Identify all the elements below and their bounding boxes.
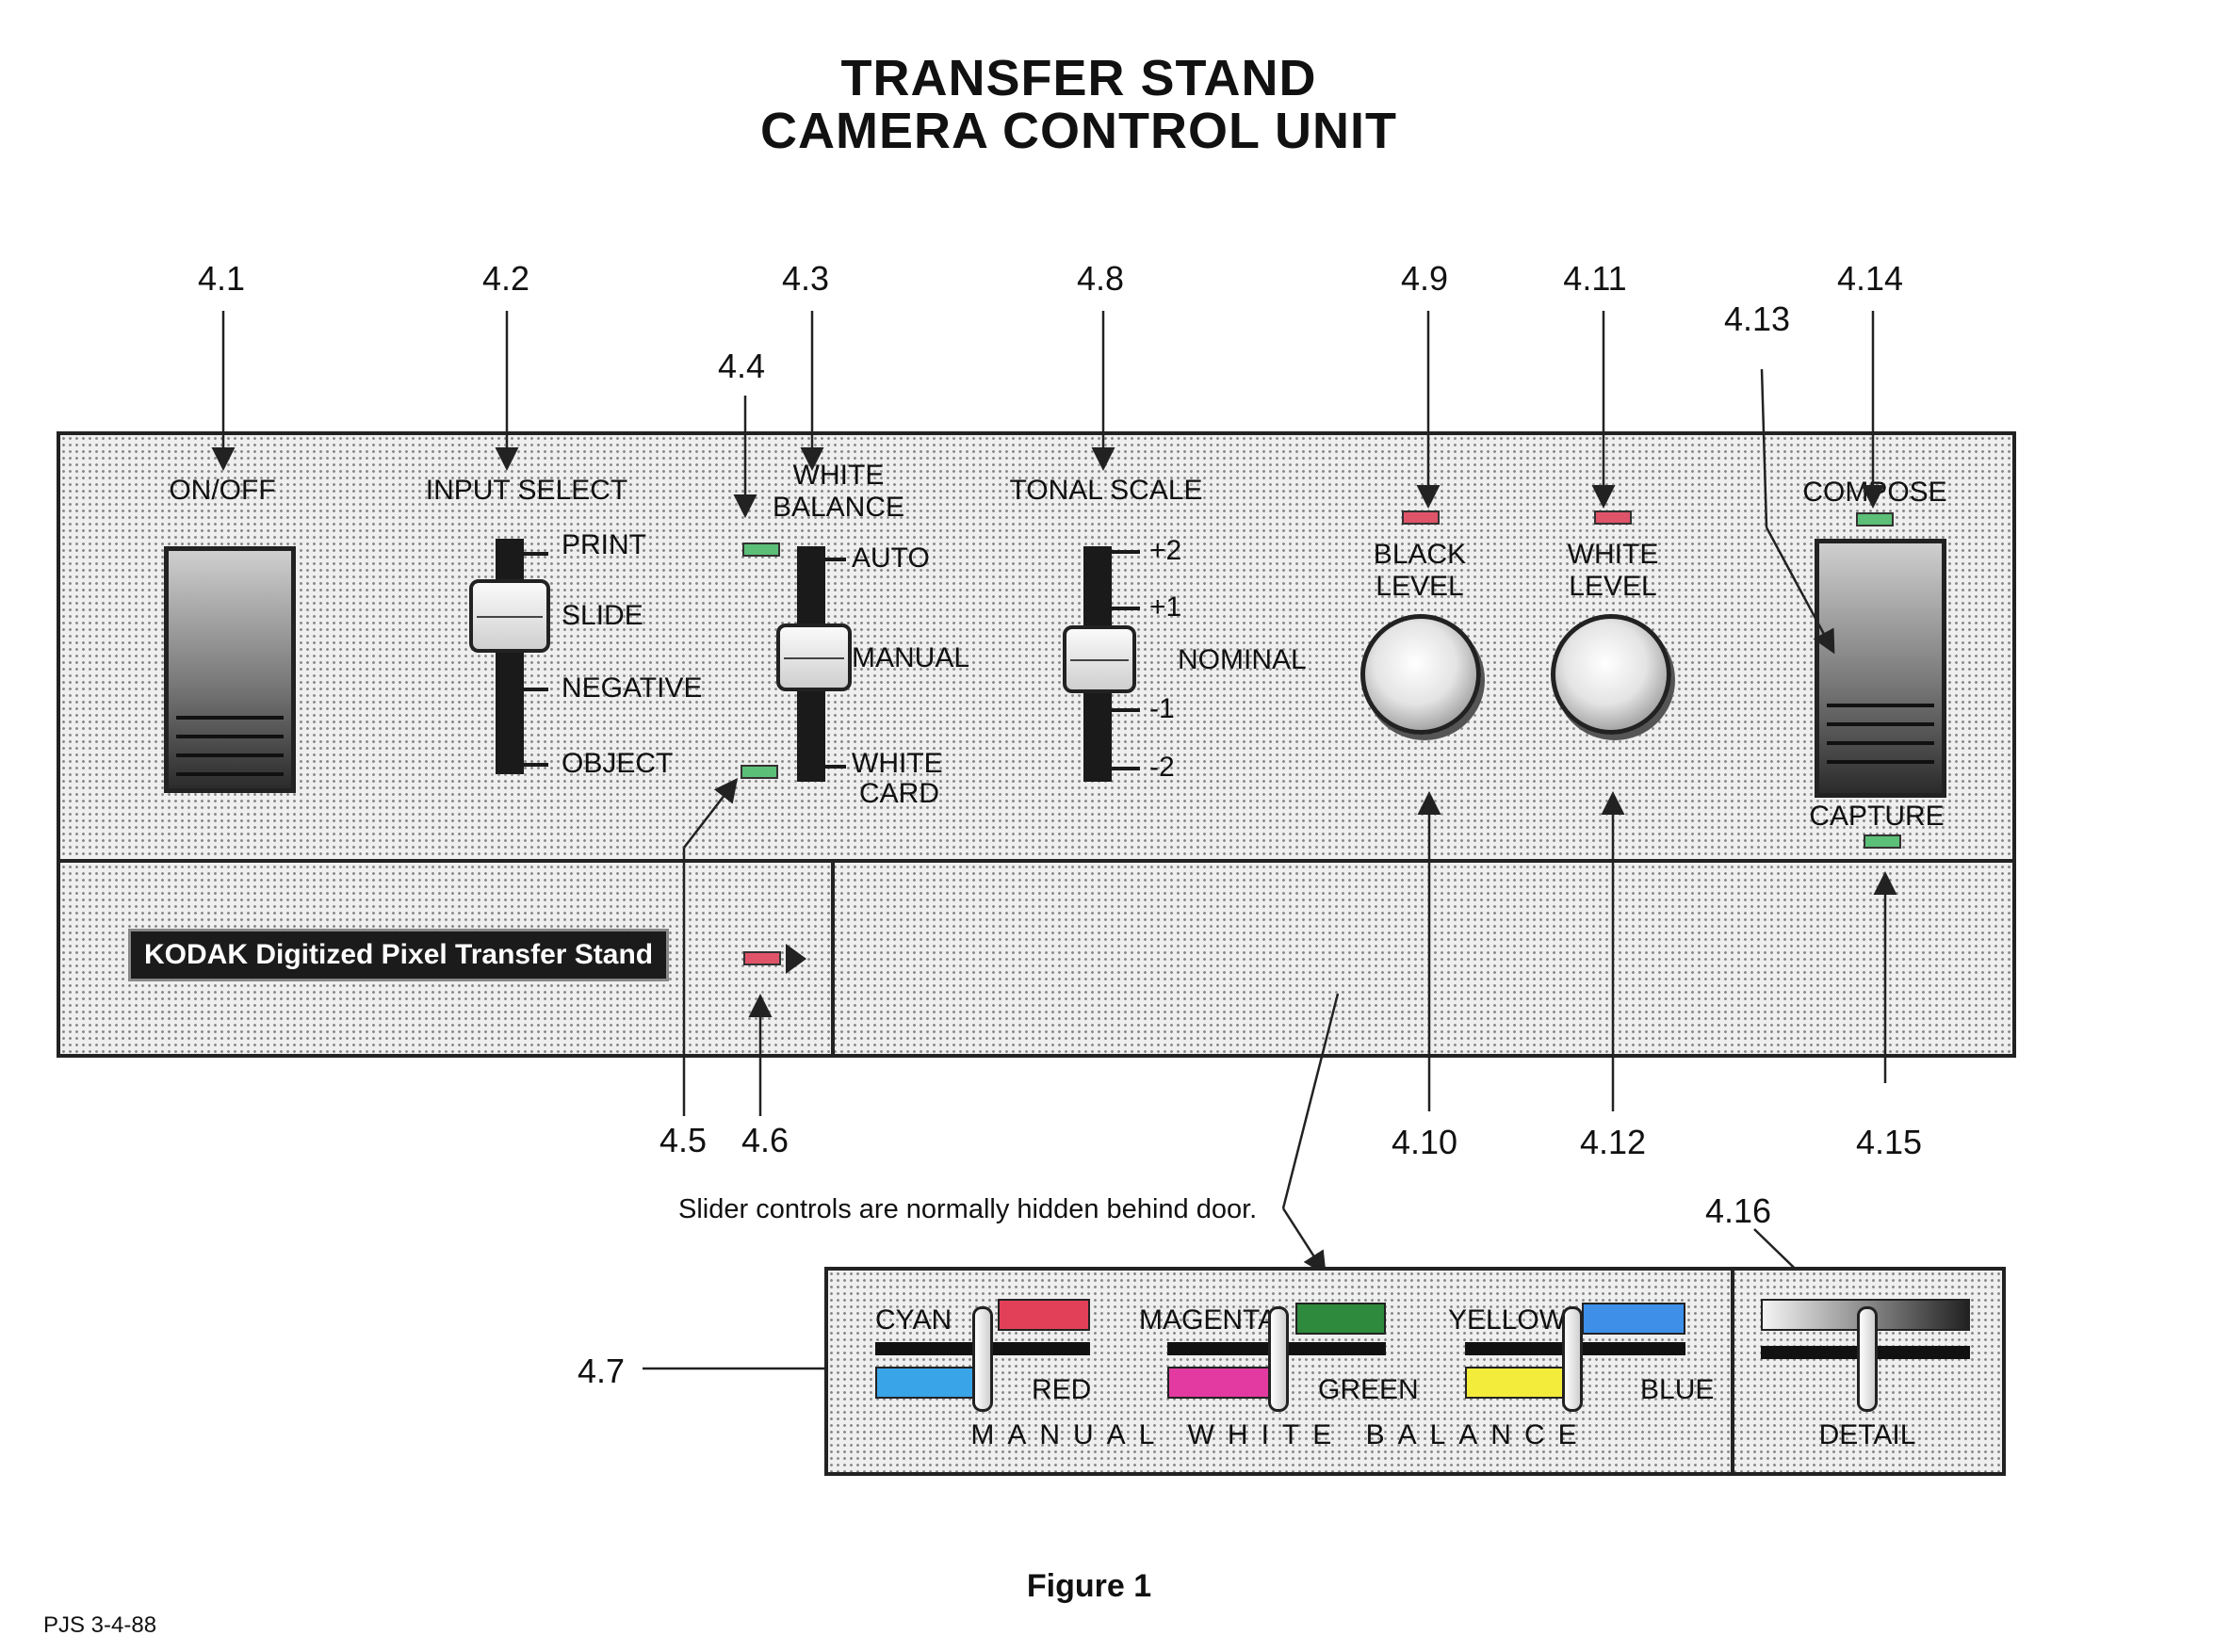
magenta-swatch	[1167, 1367, 1278, 1399]
black-level-label-1: BLACK	[1373, 539, 1467, 570]
input-select-label: INPUT SELECT	[425, 475, 628, 506]
capture-label: CAPTURE	[1809, 801, 1945, 832]
title-line-2: CAMERA CONTROL UNIT	[760, 103, 1397, 159]
cyan-swatch	[875, 1367, 986, 1399]
red-label: RED	[1032, 1374, 1092, 1405]
slider-panel: CYAN RED MAGENTA GREEN YELLOW BLUE MANUA…	[824, 1267, 2006, 1476]
callout-4-15: 4.15	[1855, 1123, 1923, 1161]
white-level-label-2: LEVEL	[1569, 571, 1657, 602]
black-level-knob[interactable]	[1360, 614, 1481, 735]
callout-4-5: 4.5	[659, 1121, 708, 1159]
white-level-label-1: WHITE	[1567, 539, 1659, 570]
callout-4-11: 4.11	[1563, 259, 1627, 298]
tonal-scale-label: TONAL SCALE	[1009, 475, 1203, 506]
white-balance-label-2: BALANCE	[772, 492, 905, 523]
blue-swatch	[1582, 1303, 1685, 1335]
detail-label: DETAIL	[1818, 1419, 1916, 1450]
input-select-slider[interactable]	[469, 579, 550, 653]
red-swatch	[998, 1299, 1090, 1331]
footer-id: PJS 3-4-88	[43, 1612, 157, 1638]
arrow-right-icon	[786, 944, 806, 974]
tonal-scale-tick-nominal: NOMINAL	[1178, 644, 1307, 675]
white-level-knob[interactable]	[1551, 614, 1671, 735]
yellow-swatch	[1465, 1367, 1569, 1399]
magenta-label: MAGENTA	[1139, 1304, 1278, 1336]
blue-label: BLUE	[1640, 1374, 1715, 1405]
power-indicator-led	[743, 951, 781, 965]
title-line-1: TRANSFER STAND	[840, 50, 1317, 106]
green-swatch	[1295, 1303, 1386, 1335]
door-divider	[831, 859, 835, 1054]
white-balance-slider[interactable]	[776, 624, 852, 691]
white-balance-option-auto: AUTO	[852, 543, 930, 574]
white-card-led	[741, 765, 778, 779]
capture-led	[1864, 834, 1901, 849]
input-select-option-slide: SLIDE	[562, 600, 643, 631]
callout-4-4: 4.4	[717, 347, 766, 385]
compose-led	[1856, 512, 1894, 526]
tonal-scale-tick-plus-2: +2	[1149, 535, 1182, 566]
input-select-option-object: OBJECT	[562, 748, 674, 779]
callout-4-16: 4.16	[1704, 1191, 1772, 1230]
white-balance-option-card: CARD	[859, 778, 940, 809]
lower-strip	[60, 859, 2012, 863]
slider-panel-divider	[1731, 1271, 1734, 1472]
callout-4-6: 4.6	[741, 1121, 790, 1159]
detail-slider[interactable]	[1857, 1306, 1878, 1412]
control-panel: ON/OFF INPUT SELECT PRINT SLIDE NEGATIVE…	[57, 431, 2016, 1058]
green-label: GREEN	[1318, 1374, 1419, 1405]
input-select-option-print: PRINT	[562, 529, 646, 560]
callout-4-10: 4.10	[1391, 1123, 1458, 1161]
cyan-label: CYAN	[875, 1304, 952, 1336]
auto-white-balance-led	[742, 543, 780, 557]
callout-4-7: 4.7	[577, 1352, 626, 1390]
figure-caption: Figure 1	[1026, 1568, 1152, 1604]
on-off-label: ON/OFF	[169, 475, 276, 506]
callout-4-3: 4.3	[781, 259, 830, 298]
white-level-led	[1594, 510, 1632, 525]
white-balance-option-manual: MANUAL	[852, 642, 970, 673]
tonal-scale-tick-minus-2: -2	[1149, 752, 1175, 783]
input-select-track	[496, 539, 524, 774]
black-level-label-2: LEVEL	[1376, 571, 1464, 602]
yellow-blue-slider[interactable]	[1562, 1306, 1583, 1412]
callout-4-1: 4.1	[197, 259, 246, 298]
tonal-scale-tick-minus-1: -1	[1149, 693, 1175, 724]
slider-note: Slider controls are normally hidden behi…	[678, 1194, 1258, 1224]
callout-4-14: 4.14	[1836, 259, 1904, 298]
callout-4-13: 4.13	[1723, 300, 1791, 338]
yellow-label: YELLOW	[1448, 1304, 1567, 1336]
manual-white-balance-label: MANUAL WHITE BALANCE	[970, 1419, 1590, 1450]
white-balance-option-white: WHITE	[852, 748, 943, 779]
input-select-option-negative: NEGATIVE	[562, 672, 703, 704]
tonal-scale-tick-plus-1: +1	[1149, 591, 1182, 623]
nameplate: KODAK Digitized Pixel Transfer Stand	[128, 929, 670, 981]
black-level-led	[1402, 510, 1440, 525]
tonal-scale-slider[interactable]	[1063, 625, 1136, 693]
callout-4-2: 4.2	[481, 259, 530, 298]
magenta-green-slider[interactable]	[1268, 1306, 1289, 1412]
callout-4-12: 4.12	[1579, 1123, 1647, 1161]
callout-4-8: 4.8	[1076, 259, 1125, 298]
callout-4-9: 4.9	[1400, 259, 1449, 298]
on-off-switch[interactable]	[164, 546, 296, 793]
cyan-red-slider[interactable]	[972, 1306, 993, 1412]
compose-capture-switch[interactable]	[1815, 539, 1946, 798]
